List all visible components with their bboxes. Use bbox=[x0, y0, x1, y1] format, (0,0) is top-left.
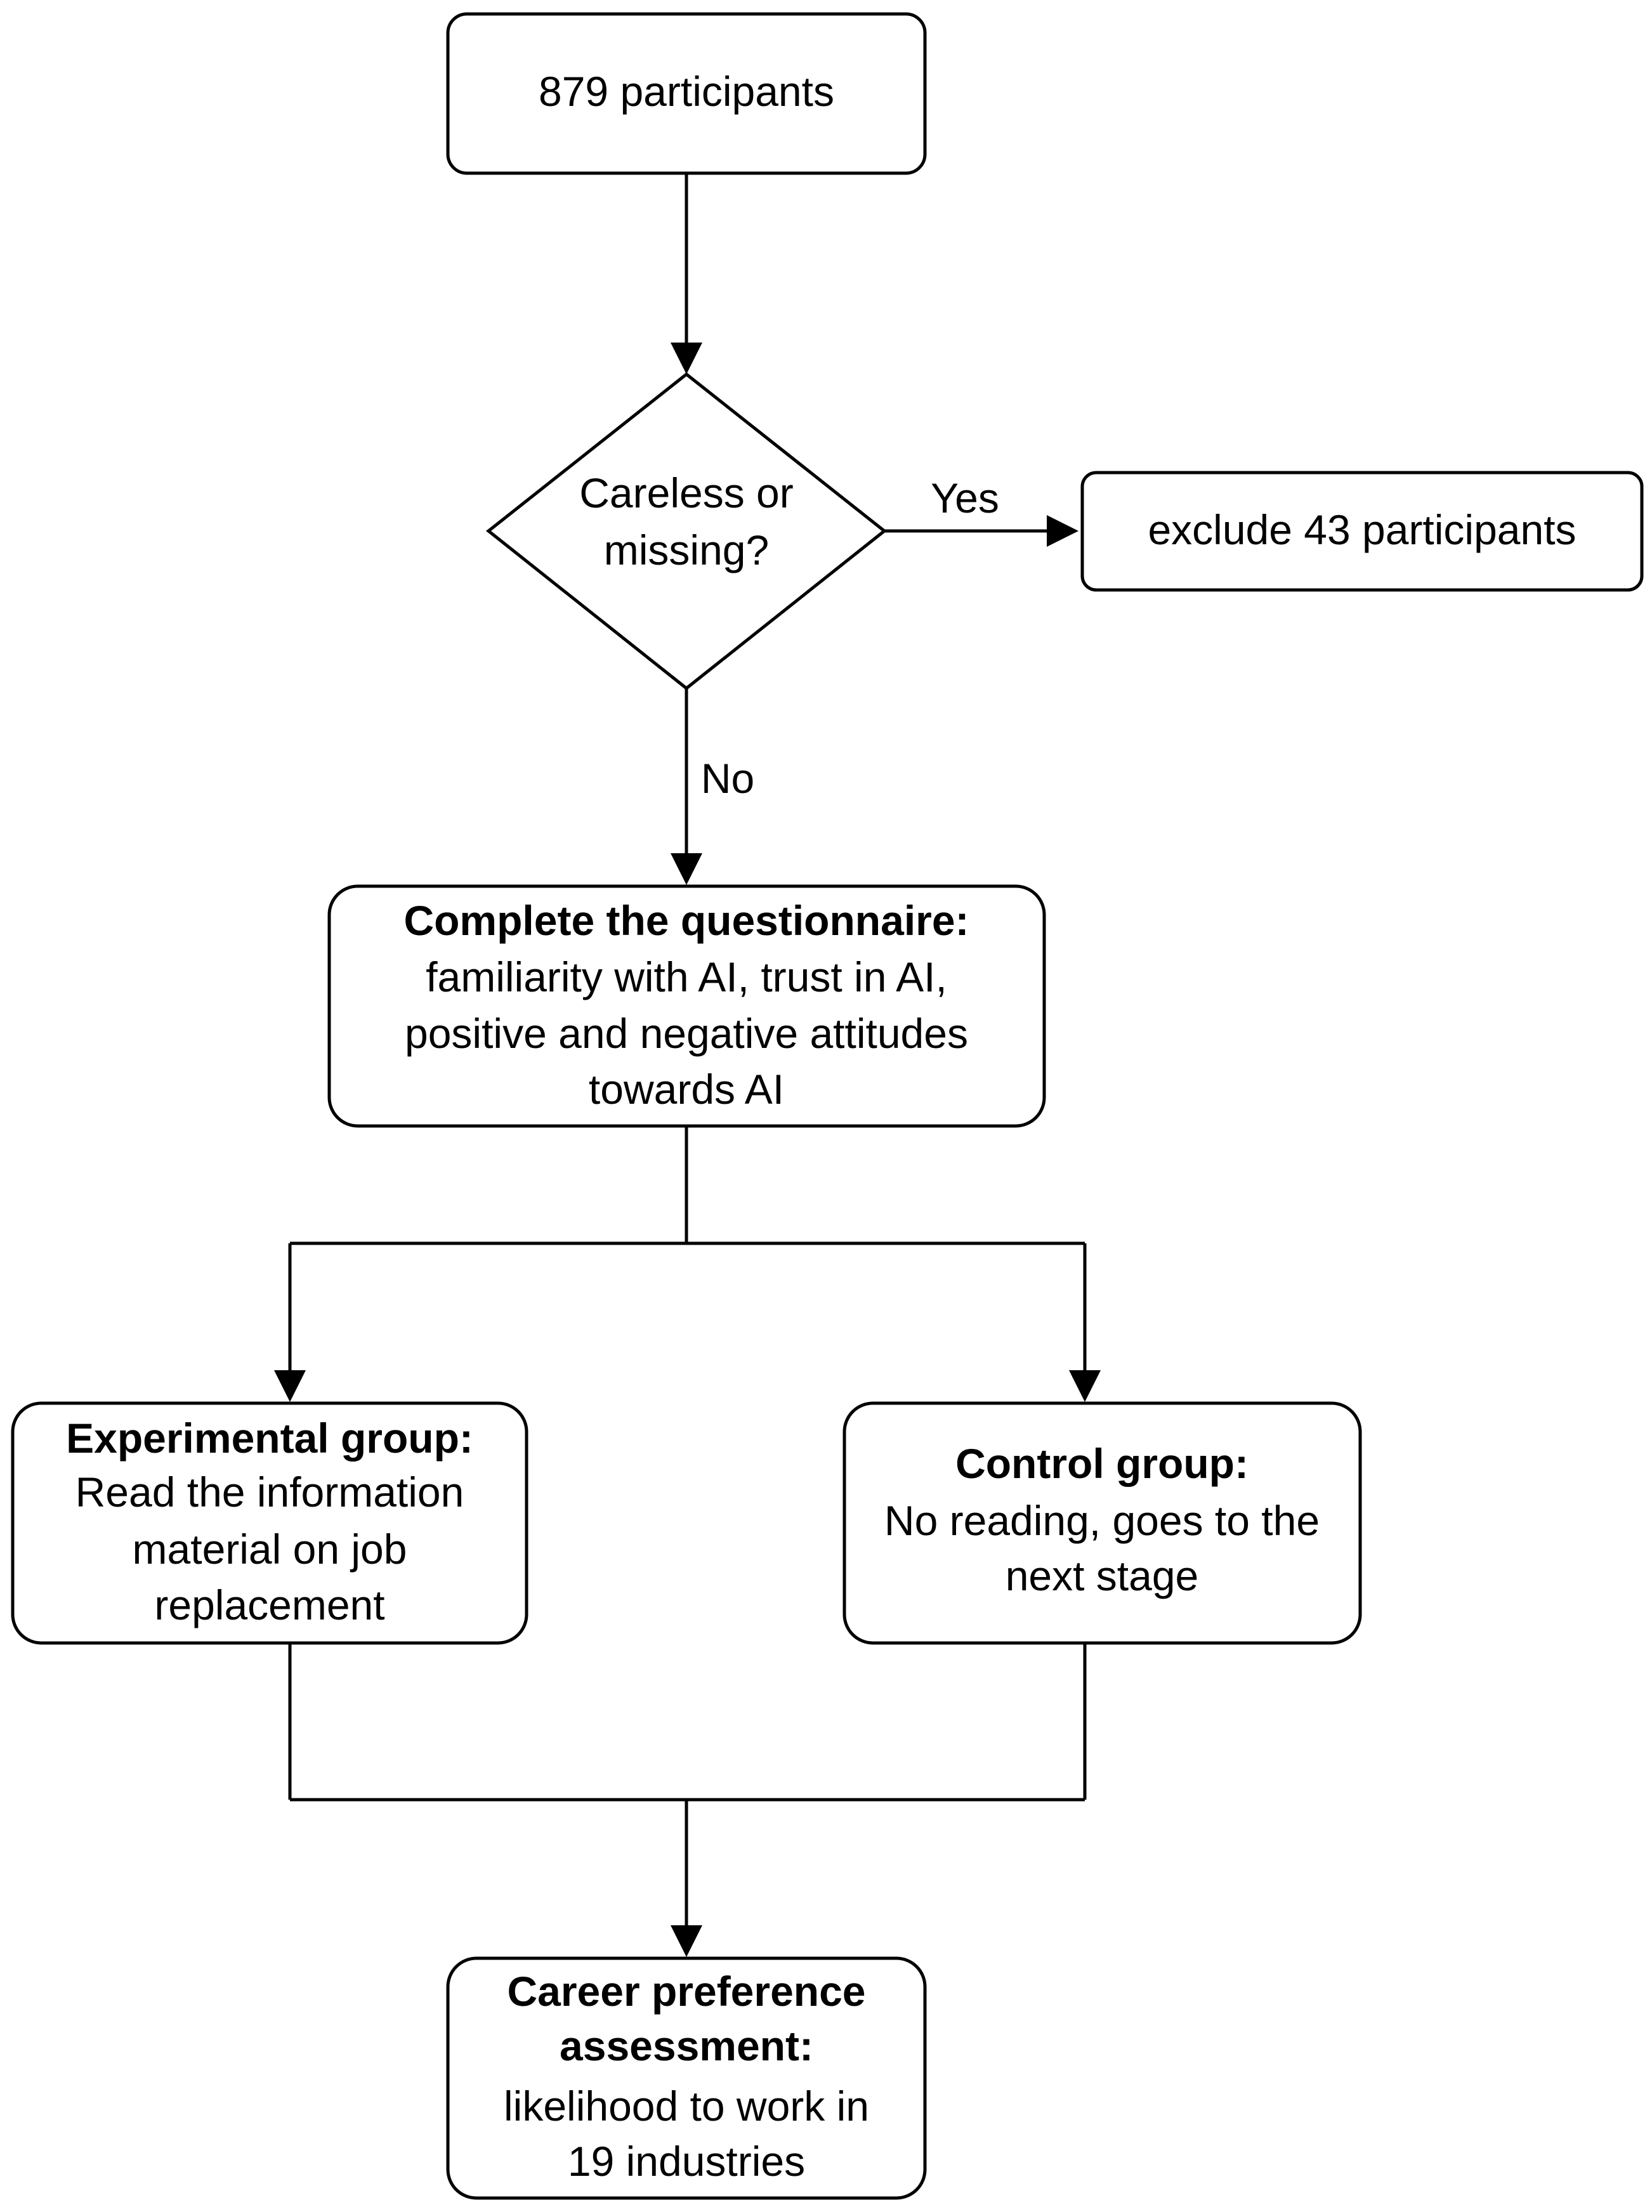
questionnaire-heading: Complete the questionnaire: bbox=[403, 897, 969, 944]
career-assessment-node: Career preference assessment: likelihood… bbox=[446, 1956, 927, 2200]
career-heading-2: assessment: bbox=[560, 2022, 813, 2069]
control-line-1: No reading, goes to the bbox=[884, 1497, 1320, 1544]
questionnaire-node: Complete the questionnaire: familiarity … bbox=[327, 884, 1046, 1128]
experimental-heading: Experimental group: bbox=[66, 1415, 473, 1462]
exclude-node-label: exclude 43 participants bbox=[1148, 506, 1576, 553]
decision-node: Careless or missing? bbox=[485, 372, 888, 691]
control-line-2: next stage bbox=[1006, 1552, 1199, 1599]
arrowhead-start-to-decision bbox=[671, 343, 702, 374]
control-heading: Control group: bbox=[955, 1440, 1249, 1487]
questionnaire-line-1: familiarity with AI, trust in AI, bbox=[426, 953, 947, 1000]
experimental-group-node: Experimental group: Read the information… bbox=[11, 1401, 528, 1645]
arrowhead-split-to-experimental bbox=[274, 1370, 306, 1402]
career-line-2: 19 industries bbox=[568, 2138, 805, 2185]
no-label: No bbox=[701, 755, 754, 802]
career-line-1: likelihood to work in bbox=[504, 2083, 869, 2130]
questionnaire-line-3: towards AI bbox=[589, 1066, 784, 1113]
experimental-line-2: material on job bbox=[133, 1526, 407, 1573]
decision-line-1: Careless or bbox=[579, 469, 793, 516]
control-group-node: Control group: No reading, goes to the n… bbox=[842, 1401, 1362, 1645]
yes-label: Yes bbox=[931, 474, 999, 521]
experimental-line-3: replacement bbox=[154, 1581, 384, 1628]
questionnaire-line-2: positive and negative attitudes bbox=[405, 1010, 968, 1057]
start-node-label: 879 participants bbox=[539, 68, 834, 115]
start-node: 879 participants bbox=[446, 12, 927, 175]
arrowhead-merge-to-career bbox=[671, 1925, 702, 1957]
arrowhead-split-to-control bbox=[1069, 1370, 1101, 1402]
arrowhead-decision-to-exclude bbox=[1047, 515, 1078, 547]
exclude-node: exclude 43 participants bbox=[1080, 471, 1644, 592]
arrowhead-decision-to-questionnaire bbox=[671, 853, 702, 885]
experimental-line-1: Read the information bbox=[75, 1469, 464, 1515]
decision-line-2: missing? bbox=[604, 527, 769, 573]
career-heading-1: Career preference bbox=[508, 1968, 866, 2015]
